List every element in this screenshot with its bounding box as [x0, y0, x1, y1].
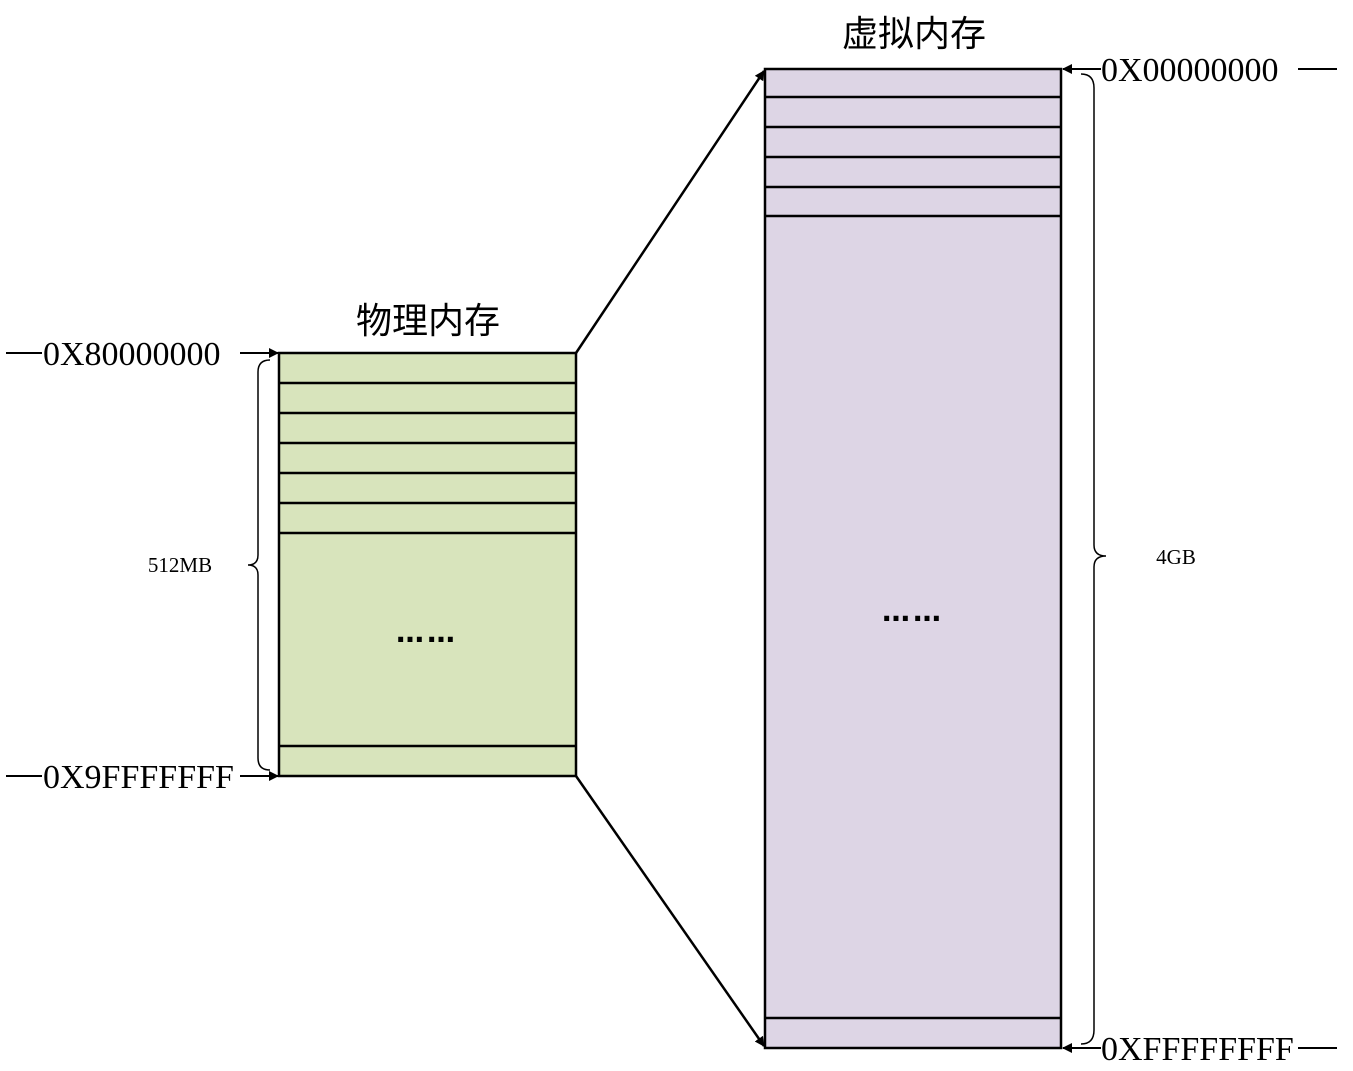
virtual-start-address: 0X00000000 — [1101, 52, 1279, 89]
physical-end-address: 0X9FFFFFFF — [43, 759, 234, 796]
virtual-size-label: 4GB — [1156, 545, 1196, 569]
physical-memory-row-dividers — [279, 381, 576, 748]
virtual-memory-title: 虚拟内存 — [842, 14, 986, 55]
virtual-memory-ellipsis: …… — [882, 595, 944, 628]
physical-start-address: 0X80000000 — [43, 336, 221, 373]
physical-memory-ellipsis: …… — [396, 616, 458, 649]
virtual-size-brace — [1080, 73, 1107, 1045]
physical-size-brace — [247, 359, 271, 771]
mapping-arrows — [574, 70, 766, 1047]
physical-memory-title: 物理内存 — [356, 301, 500, 342]
virtual-memory-group: 虚拟内存 …… 0X00000000 0XFFFFFFFF 4GB — [763, 14, 1337, 1068]
mapping-arrow-top — [574, 70, 766, 354]
virtual-memory-block — [763, 67, 1063, 1050]
physical-size-label: 512MB — [148, 553, 212, 577]
virtual-memory-row-dividers — [765, 95, 1061, 1020]
physical-memory-group: 物理内存 …… 0X80000000 0X9FFFFFFF 512MB — [6, 301, 578, 796]
virtual-end-address: 0XFFFFFFFF — [1101, 1031, 1294, 1068]
mapping-arrow-bottom — [574, 775, 766, 1047]
physical-memory-block — [277, 351, 578, 778]
